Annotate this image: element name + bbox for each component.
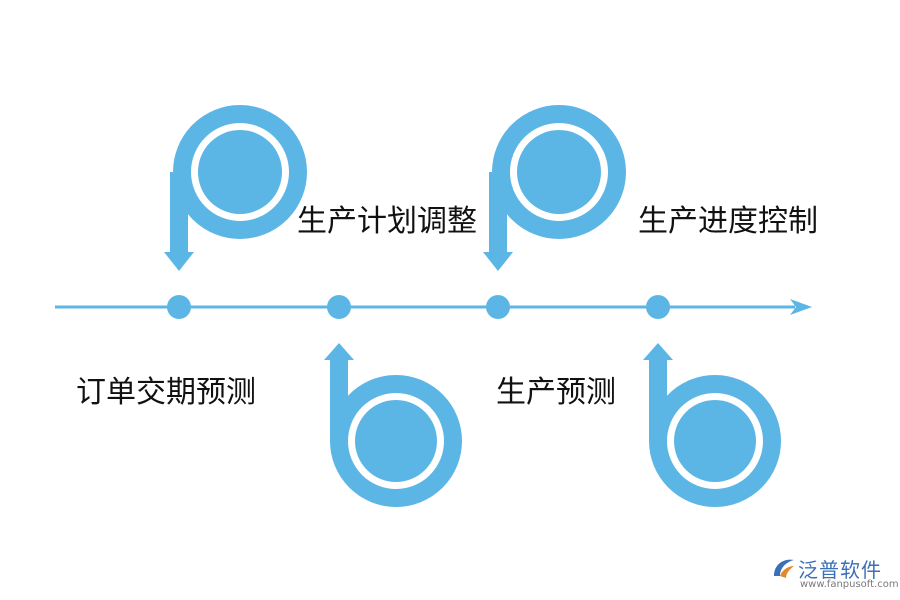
timeline-node-2 <box>327 295 351 319</box>
brand-logo-icon <box>774 559 794 578</box>
timeline-node-1 <box>167 295 191 319</box>
loop-arrow-up-1 <box>324 343 462 507</box>
loop-arrow-down-1 <box>164 105 307 271</box>
brand-watermark: 泛普软件 www.fanpusoft.com <box>770 552 899 596</box>
timeline-node-3 <box>486 295 510 319</box>
loop-arrow-up-2 <box>643 343 781 507</box>
step-label-plan-adjustment: 生产计划调整 <box>297 204 477 239</box>
loop-arrow-down-2 <box>483 105 626 271</box>
timeline-arrowhead <box>790 299 812 315</box>
brand-url: www.fanpusoft.com <box>800 579 899 590</box>
step-label-progress-control: 生产进度控制 <box>638 204 818 239</box>
step-label-production-forecast: 生产预测 <box>496 375 616 410</box>
brand-name: 泛普软件 <box>798 558 882 582</box>
timeline-node-4 <box>646 295 670 319</box>
step-label-order-delivery-forecast: 订单交期预测 <box>76 375 256 410</box>
